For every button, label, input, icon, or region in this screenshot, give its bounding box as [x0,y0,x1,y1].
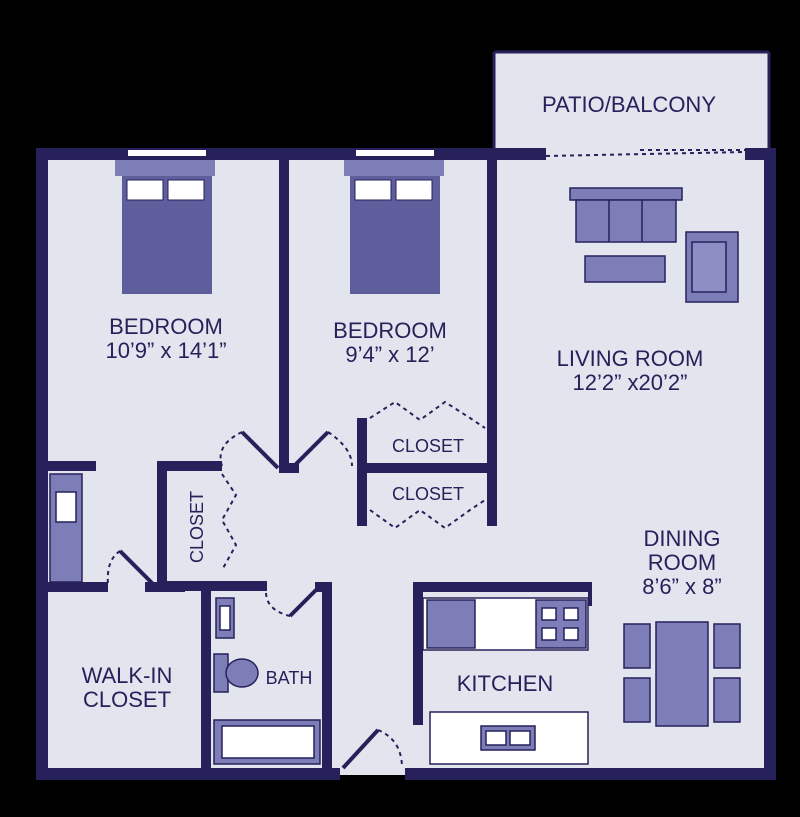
door-closet-upper [369,400,486,429]
bedroom2-label: BEDROOM [333,318,447,343]
wall-living-divider [487,148,497,526]
closet-upper-label: CLOSET [392,436,464,456]
sink-icon [215,597,235,639]
bed-icon [344,160,444,294]
wall-right [764,148,776,780]
door-swing-bedroom2 [327,431,353,467]
windows [128,150,434,156]
closet-lower-label: CLOSET [392,484,464,504]
sink-icon [480,725,536,751]
door-walkin [118,549,156,587]
wall-bedroom2-bottom-left [279,463,299,473]
window-bedroom2 [356,150,434,156]
patio-floor [494,52,769,152]
wall-bottom-left [36,768,340,780]
refrigerator-icon [426,599,476,649]
door-entry [341,728,380,770]
kitchen-label: KITCHEN [457,671,554,696]
door-bedroom2 [290,430,330,470]
door-swing-bedroom1 [219,431,243,467]
wall-bedroom1-bottom [36,461,96,471]
patio-slider [545,149,746,157]
wall-walkin-top-right [145,582,185,592]
bathtub-icon [213,719,321,765]
door-hall-closet [220,473,238,571]
coffee-table-icon [584,255,666,283]
toilet-icon [213,653,259,693]
wall-kitchen-top [413,582,590,592]
wall-top-left [36,148,546,160]
dining-table-icon [623,621,741,727]
bedroom1-label: BEDROOM [109,314,223,339]
wall-walkin-bath [201,582,211,780]
wall-hall-closet-left [157,461,167,591]
wall-kitchen-left [413,582,423,725]
door-bath [288,588,318,618]
patio-outline [492,50,771,150]
dining-label-line2: ROOM [648,550,716,575]
door-bedroom1 [240,430,280,470]
door-swing-walkin [106,550,121,586]
door-swing-bath [265,591,291,617]
closet-hall-label: CLOSET [187,491,207,563]
wall-bath-right [322,582,332,780]
wall-hall-closet-bottom [157,581,267,591]
window-bedroom1 [128,150,206,156]
bed-icon [115,160,215,294]
walkin-label-line1: WALK-IN [82,663,173,688]
walkin-label-line2: CLOSET [83,687,171,712]
patio-label: PATIO/BALCONY [542,92,716,117]
living-room-label: LIVING ROOM [557,346,704,371]
stove-icon [535,599,587,649]
armchair-icon [685,231,739,303]
wall-kitchen-right-stub [588,582,592,606]
wall-closet-divider [357,463,497,473]
dining-label-line1: DINING [644,526,721,551]
wall-bedroom-divider [279,148,289,473]
bedroom1-size: 10’9” x 14’1” [105,338,226,363]
dining-size: 8’6” x 8” [642,574,721,599]
bedroom2-size: 9’4” x 12’ [345,342,434,367]
wall-walkin-top [36,582,108,592]
sofa-icon [569,187,683,243]
bath-label: BATH [266,668,313,688]
door-closet-lower [369,499,486,530]
door-swing-entry [377,729,403,769]
wall-hall-closet-top [157,461,222,471]
walkin-shelf [49,473,83,583]
doors [106,400,486,770]
labels: PATIO/BALCONY BEDROOM 10’9” x 14’1” BEDR… [82,92,722,712]
living-room-size: 12’2” x20’2” [573,370,688,395]
wall-bath-top-right [315,582,332,592]
wall-bottom-right [405,768,776,780]
